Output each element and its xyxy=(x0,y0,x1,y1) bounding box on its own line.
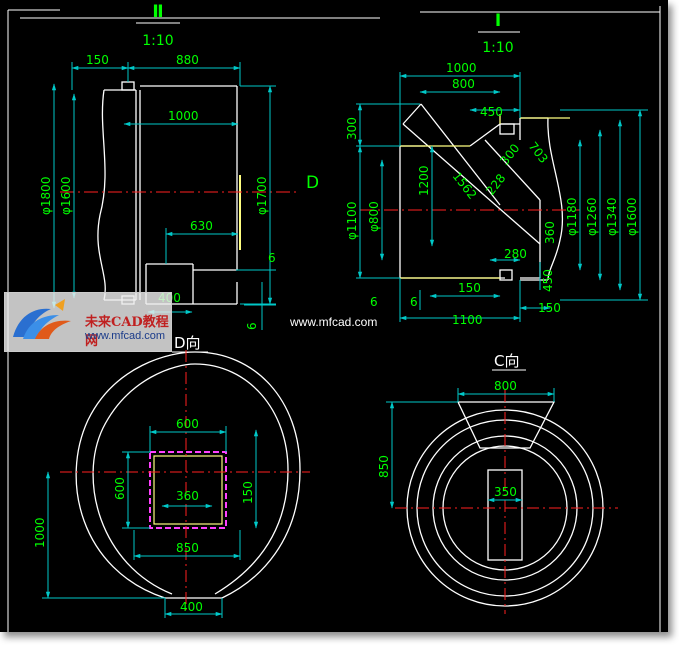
view-ii: Ⅱ 1:10 xyxy=(39,2,300,330)
dim-d-150: 150 xyxy=(241,481,255,504)
dim-v1-phi1260: φ1260 xyxy=(585,198,599,236)
dim-v1-phi1180: φ1180 xyxy=(565,198,579,236)
dim-v1-phi1100: φ1100 xyxy=(345,202,359,240)
cad-drawing: Ⅱ 1:10 xyxy=(7,2,661,632)
dim-v1-6a: 6 xyxy=(370,295,378,309)
view-i: Ⅰ 1:10 xyxy=(345,11,648,327)
dim-v2-1000: 1000 xyxy=(168,109,199,123)
d-view-dimlines xyxy=(42,426,259,618)
dim-v1-300b: 300 xyxy=(497,141,522,168)
d-view-port xyxy=(149,451,227,529)
site-url-text: www.mfcad.com xyxy=(290,315,378,329)
dim-v1-150: 150 xyxy=(458,281,481,295)
d-view-port-inner xyxy=(153,455,223,525)
dim-v1-phi1340: φ1340 xyxy=(605,198,619,236)
view-ii-scale: 1:10 xyxy=(142,33,173,49)
dim-v1-6b: 6 xyxy=(410,295,418,309)
view-i-scale: 1:10 xyxy=(482,40,513,56)
dim-c-800: 800 xyxy=(494,379,517,393)
dim-v2-phi1800: φ1800 xyxy=(39,177,53,215)
dim-v1-1200: 1200 xyxy=(417,165,431,196)
dim-d-360: 360 xyxy=(176,489,199,503)
dim-v1-1000: 1000 xyxy=(446,61,477,75)
dim-d-600-top: 600 xyxy=(176,417,199,431)
d-view-outline xyxy=(75,351,301,599)
cad-viewport[interactable]: Ⅱ 1:10 xyxy=(0,0,668,632)
dim-v2-880: 880 xyxy=(176,53,199,67)
view-ii-roman: Ⅱ xyxy=(152,2,163,22)
dim-c-350: 350 xyxy=(494,485,517,499)
dim-v2-6a: 6 xyxy=(268,251,276,265)
dim-v2-phi1600: φ1600 xyxy=(59,177,73,215)
dim-v1-703: 703 xyxy=(526,139,551,166)
dim-v2-630: 630 xyxy=(190,219,213,233)
dim-v2-phi1700: φ1700 xyxy=(255,177,269,215)
view-c: C向 800 850 350 xyxy=(377,352,618,614)
dim-v1-280: 280 xyxy=(504,247,527,261)
dim-v1-228: 228 xyxy=(483,171,508,198)
dim-v1-1562: 1562 xyxy=(450,169,480,202)
dim-d-600-left: 600 xyxy=(113,477,127,500)
view-i-accent xyxy=(400,114,570,279)
label-d: D xyxy=(306,173,319,193)
swirl-logo-icon xyxy=(13,299,71,339)
c-view-dimlines xyxy=(386,388,555,509)
view-i-roman: Ⅰ xyxy=(495,11,501,31)
watermark-url: www.mfcad.com xyxy=(85,330,166,342)
dim-c-850: 850 xyxy=(377,455,391,478)
dim-v2-6b: 6 xyxy=(245,322,259,330)
watermark-name: 未来CAD教程网 xyxy=(85,315,169,349)
dim-v1-150b: 150 xyxy=(538,301,561,315)
dim-v1-1100: 1100 xyxy=(452,313,483,327)
dim-d-400: 400 xyxy=(180,600,203,614)
dim-v1-800: 800 xyxy=(452,77,475,91)
d-view-label: D向 xyxy=(174,334,201,352)
dim-v1-phi1600: φ1600 xyxy=(625,198,639,236)
dim-v1-phi800: φ800 xyxy=(367,201,381,232)
dim-d-1000: 1000 xyxy=(33,517,47,548)
watermark-logo: 未来CAD教程网 www.mfcad.com xyxy=(4,292,172,352)
view-d: D向 600 xyxy=(33,334,310,618)
c-view-label: C向 xyxy=(494,352,519,370)
view-i-dimlines xyxy=(356,72,648,322)
view-ii-dimlines xyxy=(51,62,276,330)
dim-v1-360: 360 xyxy=(543,221,557,244)
dim-v1-300: 300 xyxy=(345,117,359,140)
dim-v1-450: 450 xyxy=(480,105,503,119)
dim-d-850: 850 xyxy=(176,541,199,555)
dim-v2-150: 150 xyxy=(86,53,109,67)
dim-v1-450b: 450 xyxy=(541,269,555,292)
